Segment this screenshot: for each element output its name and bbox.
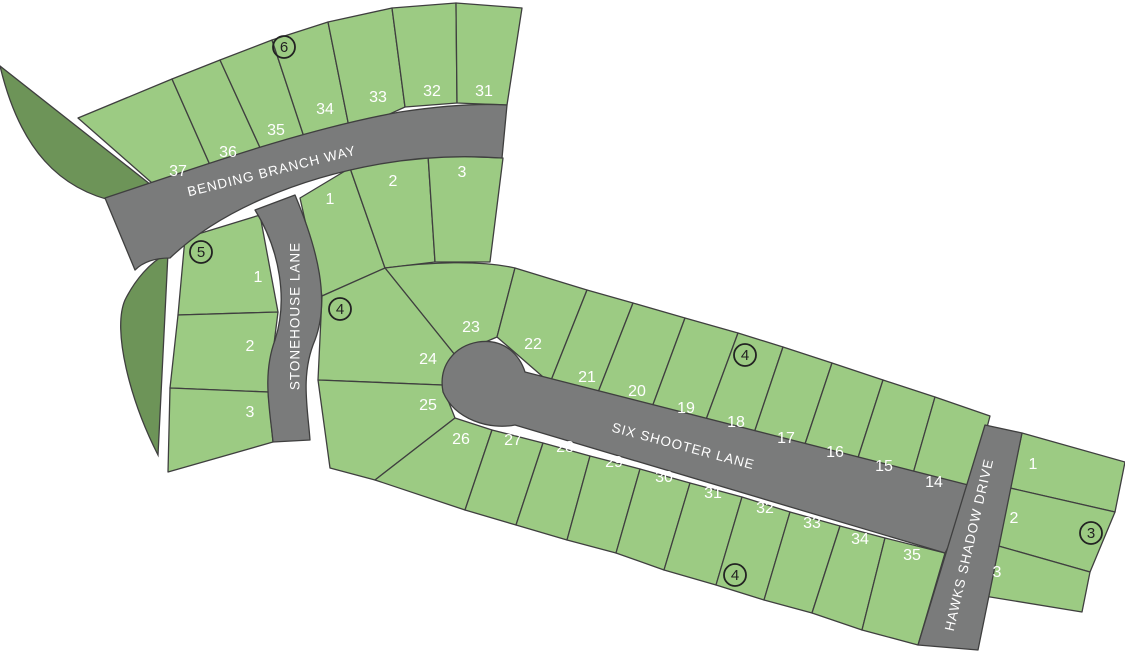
lotnum-top-2: 2	[389, 173, 398, 190]
phase-marker-east[interactable]: 3	[1079, 521, 1103, 545]
lotnum-west-3: 3	[246, 404, 255, 421]
lot-west-3[interactable]	[167, 387, 274, 473]
lotnum-ss-17: 17	[777, 430, 795, 447]
phase-circle-south-row	[723, 563, 747, 587]
lotnum-ss-20: 20	[628, 383, 646, 400]
lotnum-ss-32: 32	[756, 500, 774, 517]
lotnum-ss-26: 26	[452, 431, 470, 448]
lotnum-ss-18: 18	[727, 414, 745, 431]
six-shooter-lane-road	[441, 340, 981, 554]
west-side-lots	[167, 214, 279, 473]
hawks-shadow-drive-road	[917, 424, 1023, 651]
six-shooter-north-lots	[496, 267, 991, 501]
lotnum-top-3: 3	[458, 164, 467, 181]
lotnum-ss-14: 14	[925, 474, 943, 491]
street-label-stonehouse-lane: STONEHOUSE LANE	[288, 242, 303, 390]
lotnum-east-2: 2	[1010, 510, 1019, 527]
lotnum-ss-30: 30	[655, 469, 673, 486]
phase-circle-north	[272, 35, 296, 59]
phase-marker-south-row[interactable]: 4	[723, 563, 747, 587]
phase-label-center: 4	[336, 301, 344, 318]
phase-label-north-row: 4	[741, 347, 749, 364]
phase-markers: 6 5 4 4 4 3	[189, 35, 1103, 587]
bending-branch-way-road	[104, 103, 508, 271]
lotnum-north-32: 32	[423, 83, 441, 100]
lotnum-ss-25: 25	[419, 397, 437, 414]
lot-numbers: 37 36 35 34 33 32 31 1 2 3 1 2 3 23 22 2…	[169, 83, 1037, 581]
lotnum-north-37: 37	[169, 163, 187, 180]
north-row-lots	[77, 2, 523, 191]
lotnum-top-1: 1	[326, 191, 335, 208]
lotnum-north-31: 31	[475, 83, 493, 100]
lotnum-ss-35: 35	[903, 547, 921, 564]
lotnum-ss-22: 22	[524, 336, 542, 353]
lotnum-north-36: 36	[219, 144, 237, 161]
lotnum-north-34: 34	[316, 101, 334, 118]
lotnum-ss-24: 24	[419, 351, 437, 368]
lotnum-ss-21: 21	[578, 369, 596, 386]
lotnum-west-1: 1	[254, 269, 263, 286]
east-lots	[977, 432, 1125, 613]
phase-marker-north-row[interactable]: 4	[733, 343, 757, 367]
culdesac-lots	[317, 262, 516, 481]
lotnum-ss-15: 15	[875, 458, 893, 475]
lotnum-north-33: 33	[369, 89, 387, 106]
lotnum-ss-29: 29	[605, 454, 623, 471]
lotnum-east-1: 1	[1029, 456, 1038, 473]
phase-label-west: 5	[197, 244, 205, 261]
phase-label-south-row: 4	[731, 567, 739, 584]
phase-label-north: 6	[280, 39, 288, 56]
lotnum-ss-23: 23	[462, 319, 480, 336]
phase-circle-north-row	[733, 343, 757, 367]
phase-marker-center[interactable]: 4	[328, 297, 352, 321]
six-shooter-south-lots	[374, 417, 946, 646]
lotnum-north-35: 35	[267, 122, 285, 139]
stonehouse-lane-road	[254, 194, 323, 443]
phase-label-east: 3	[1087, 525, 1095, 542]
open-space-west	[120, 251, 169, 458]
lotnum-ss-16: 16	[826, 444, 844, 461]
phase-marker-north[interactable]: 6	[272, 35, 296, 59]
lotnum-west-2: 2	[246, 338, 255, 355]
lotnum-ss-27: 27	[504, 432, 522, 449]
phase-circle-east	[1079, 521, 1103, 545]
lotnum-east-3: 3	[993, 564, 1002, 581]
phase-circle-west	[189, 240, 213, 264]
lotnum-ss-19: 19	[677, 400, 695, 417]
lotnum-ss-28: 28	[556, 439, 574, 456]
lotnum-ss-31: 31	[704, 485, 722, 502]
phase-circle-center	[328, 297, 352, 321]
phase-marker-west[interactable]: 5	[189, 240, 213, 264]
lotnum-ss-33: 33	[803, 515, 821, 532]
west-top-lots	[299, 154, 504, 297]
lotnum-ss-34: 34	[851, 531, 869, 548]
lot-west-2[interactable]	[169, 311, 279, 393]
